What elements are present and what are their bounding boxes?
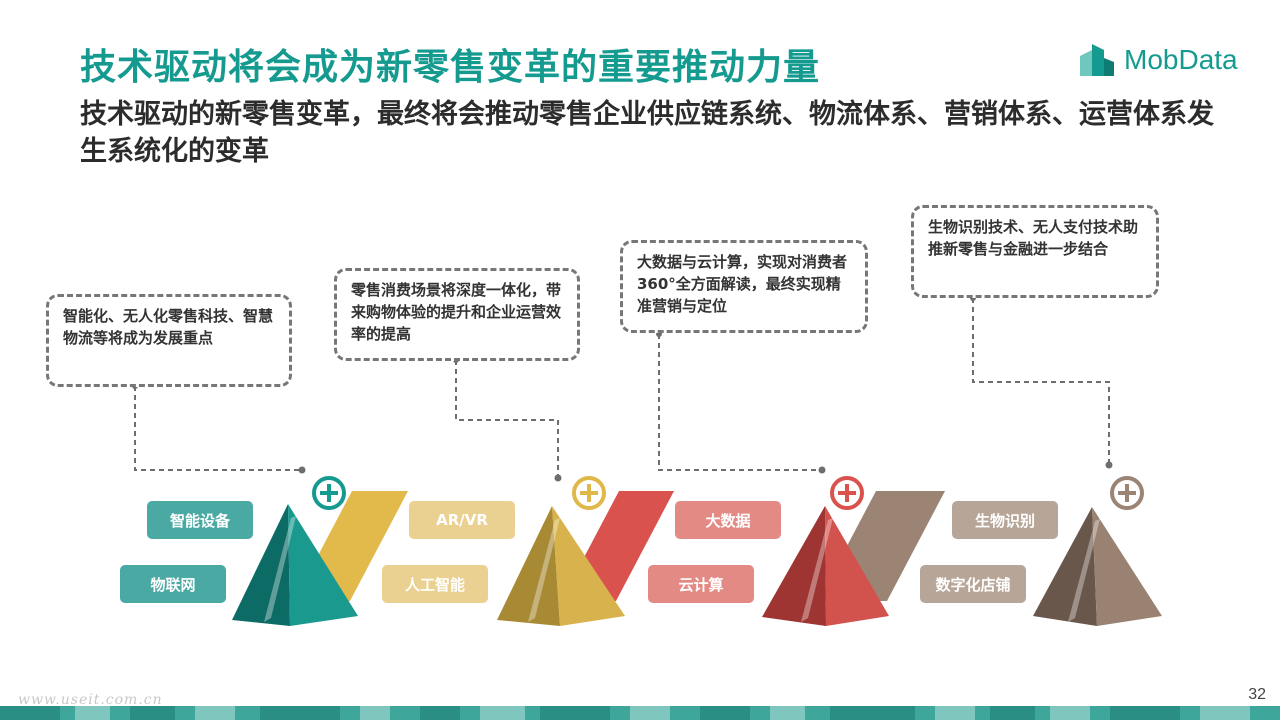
plus-circle-icon: [572, 476, 606, 510]
plus-circle-icon: [830, 476, 864, 510]
connector-line-3: [658, 334, 822, 471]
page-number: 32: [1248, 686, 1266, 703]
page-subtitle: 技术驱动的新零售变革，最终将会推动零售企业供应链系统、物流体系、营销体系、运营体…: [80, 99, 1214, 167]
connector-dot: [554, 474, 562, 482]
callout-stage-4: 生物识别技术、无人支付技术助推新零售与金融进一步结合: [911, 205, 1159, 298]
tag-label: AR/VR: [409, 501, 515, 539]
plus-circle-icon: [1110, 476, 1144, 510]
plus-circle-icon: [312, 476, 346, 510]
tag-label: 物联网: [120, 565, 226, 603]
tag-label: 大数据: [675, 501, 781, 539]
pyramid-red: [762, 506, 889, 626]
callout-stage-3: 大数据与云计算，实现对消费者360°全方面解读，最终实现精准营销与定位: [620, 240, 868, 333]
tag-label: 数字化店铺: [920, 565, 1026, 603]
connector-line-2: [455, 360, 559, 478]
connector-dot: [1105, 461, 1113, 469]
watermark: www.useit.com.cn: [18, 692, 163, 708]
page-title: 技术驱动将会成为新零售变革的重要推动力量: [80, 47, 821, 88]
connector-line-4: [972, 298, 1110, 465]
logo-text: MobData: [1124, 44, 1238, 75]
callout-stage-1: 智能化、无人化零售科技、智慧物流等将成为发展重点: [46, 294, 292, 387]
tag-label: 云计算: [648, 565, 754, 603]
callout-stage-2: 零售消费场景将深度一体化，带来购物体验的提升和企业运营效率的提高: [334, 268, 580, 361]
tag-label: 智能设备: [147, 501, 253, 539]
tag-label: 人工智能: [382, 565, 488, 603]
logo: MobData: [1078, 40, 1268, 84]
tag-label: 生物识别: [952, 501, 1058, 539]
connector-dot: [298, 466, 306, 474]
pyramid-brown: [1033, 507, 1162, 626]
connector-line-1: [134, 386, 302, 471]
pyramid-yellow: [497, 506, 625, 626]
connector-dot: [818, 466, 826, 474]
bottom-decorative-strip: [0, 706, 1280, 720]
mobdata-logo-icon: [1080, 44, 1114, 76]
pyramid-teal: [232, 504, 358, 626]
